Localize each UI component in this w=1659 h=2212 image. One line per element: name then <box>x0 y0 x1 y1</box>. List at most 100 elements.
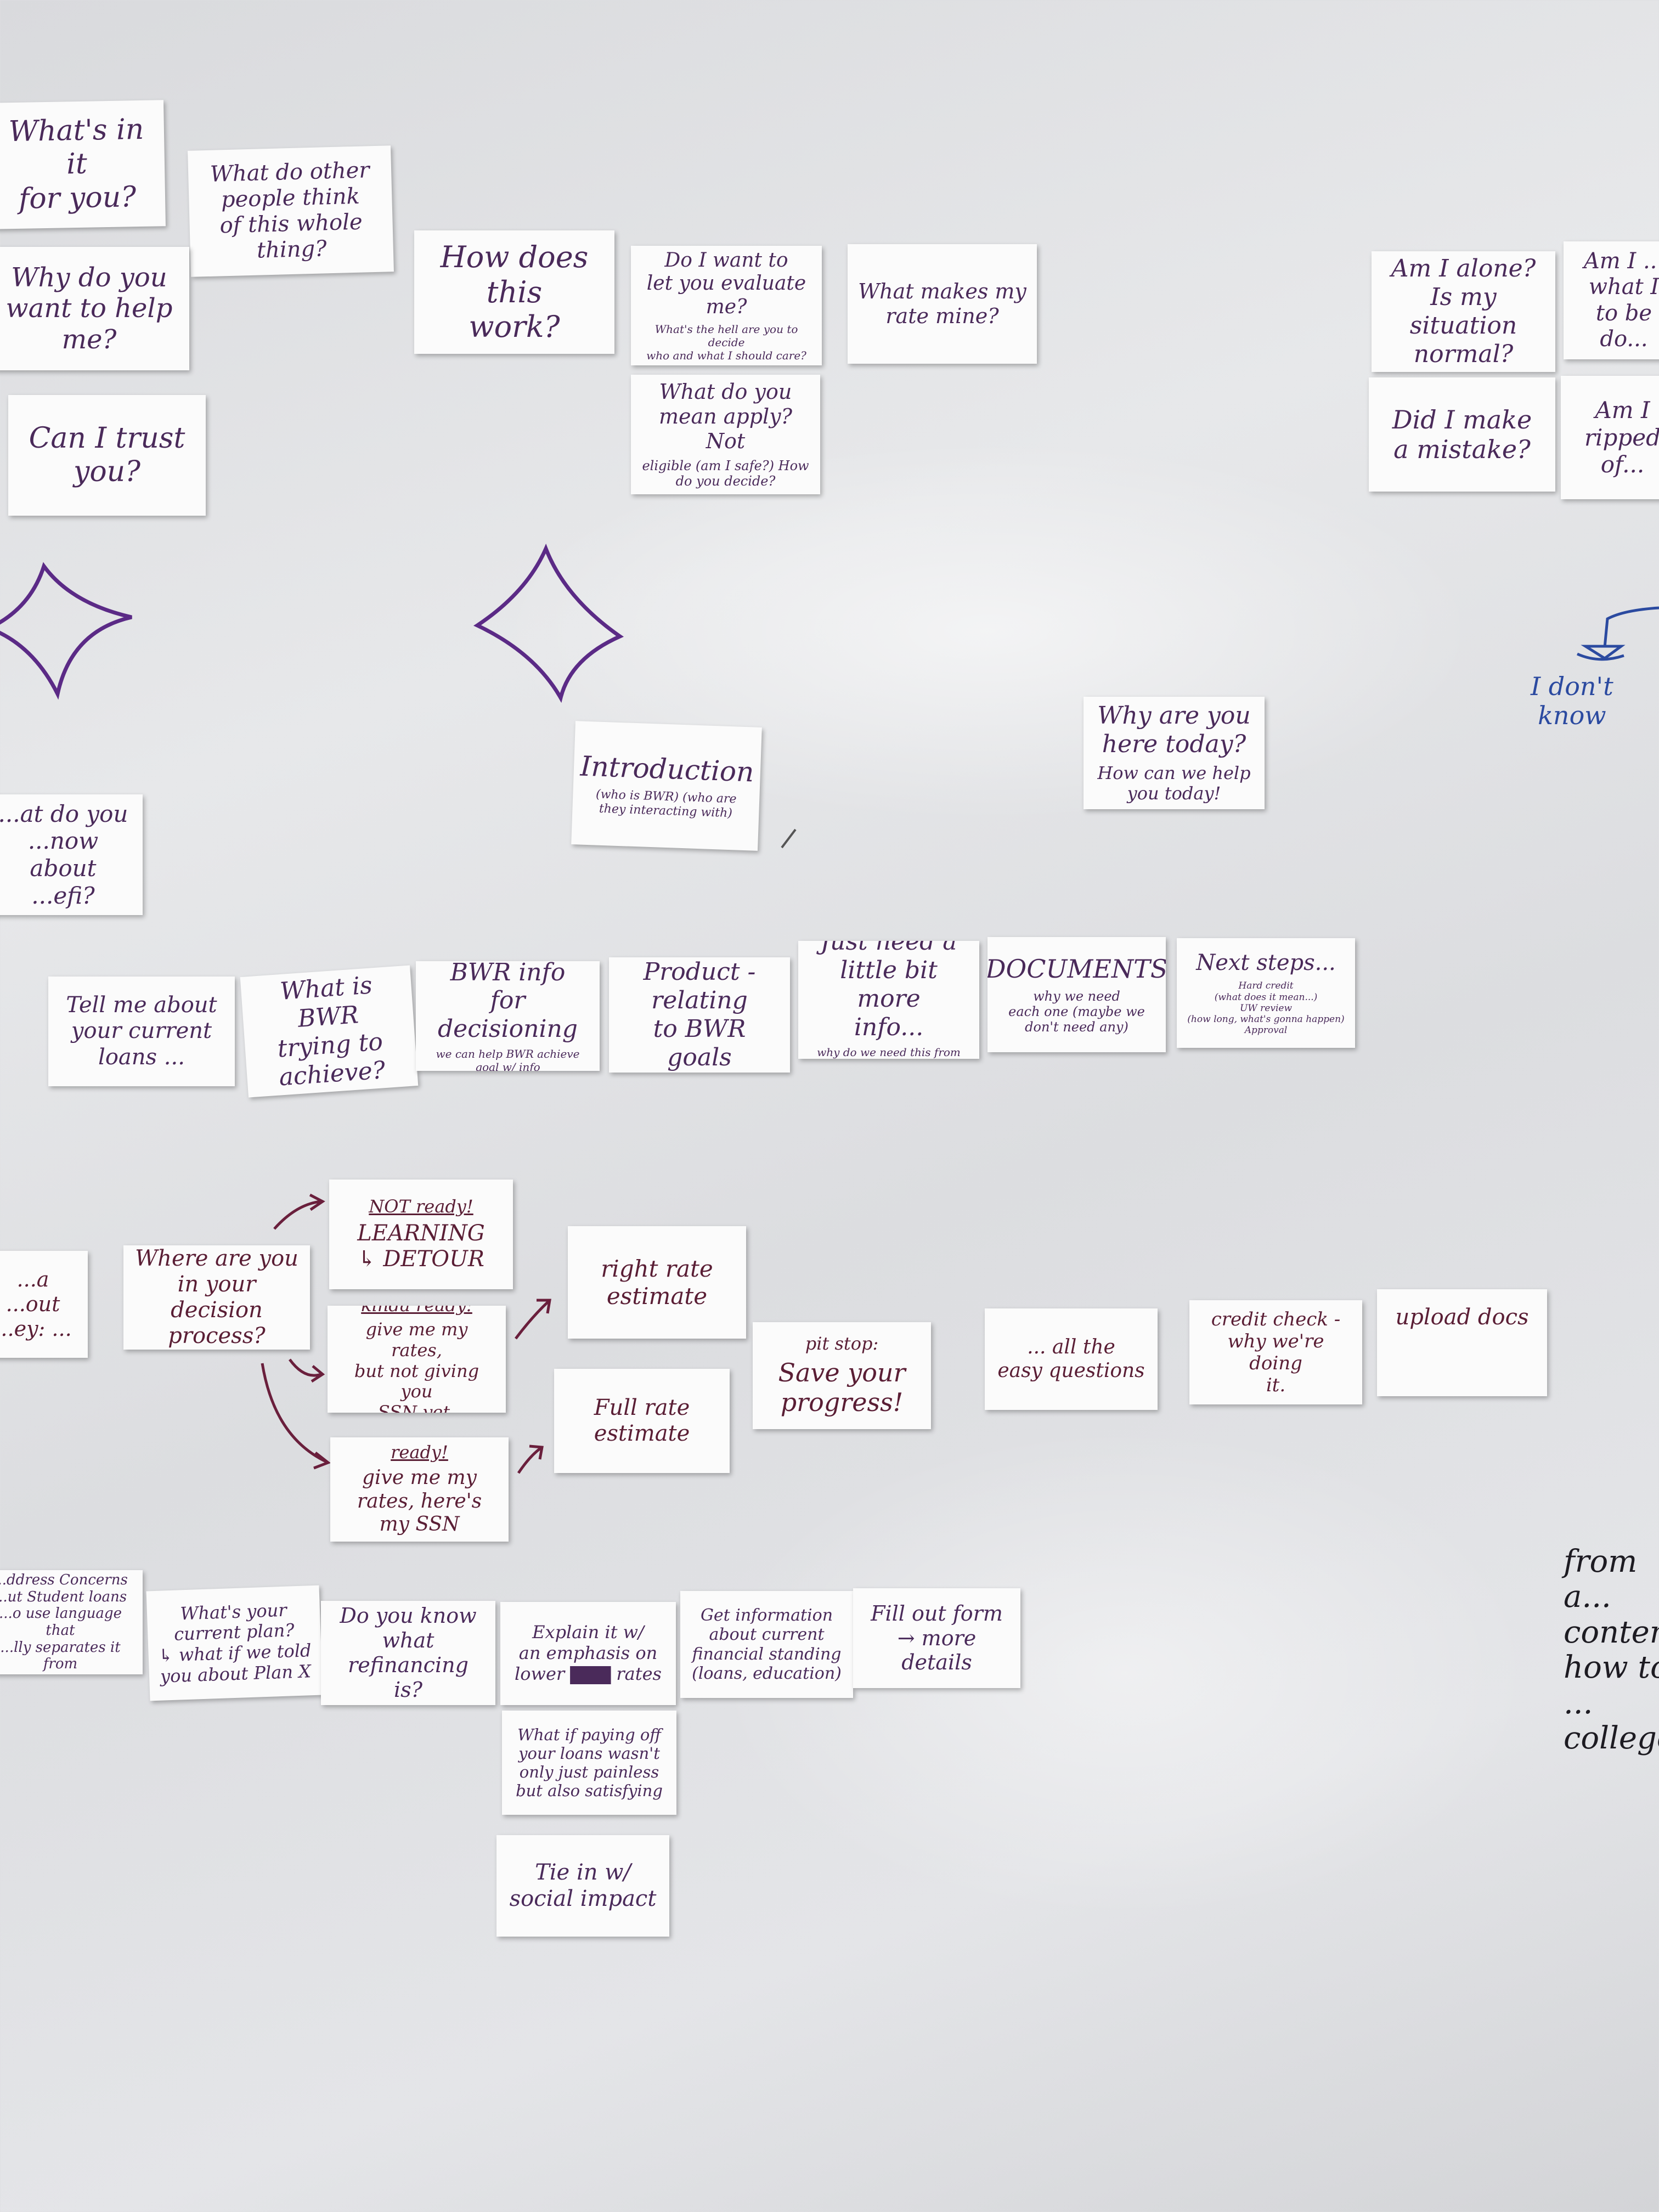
card-text: Tell me about your current loans ... <box>66 992 217 1070</box>
card-heading: kinda ready: <box>361 1306 472 1316</box>
card-text: Am I alone? Is my situation normal? <box>1391 255 1536 368</box>
arrow-to-ready <box>261 1363 331 1470</box>
card-what-bwr-trying[interactable]: What is BWR trying to achieve? <box>240 965 419 1098</box>
card-am-i-alone[interactable]: Am I alone? Is my situation normal? <box>1372 251 1555 372</box>
card-text: BWR info for decisioning <box>438 961 578 1043</box>
card-text: Next steps... <box>1196 950 1336 976</box>
card-text: What do other people think of this whole… <box>210 157 370 263</box>
card-text: ...a ...out ...ey: ... <box>0 1267 72 1341</box>
marker-tick <box>781 828 797 849</box>
diamond-shape-center <box>473 543 624 703</box>
card-text: Do I want to let you evaluate me? <box>646 249 806 318</box>
card-next-steps[interactable]: Next steps... Hard credit (what does it … <box>1177 938 1355 1048</box>
card-text: ... all the easy questions <box>997 1336 1145 1382</box>
card-text: Am I ... what I to be do... <box>1583 249 1659 352</box>
card-am-i-what[interactable]: Am I ... what I to be do... <box>1564 241 1659 359</box>
card-subtext: How can we help you today! <box>1097 762 1251 804</box>
card-text: ...at do you ...now about ...efi? <box>0 800 128 909</box>
card-kinda-ready[interactable]: kinda ready: give me my rates, but not g… <box>328 1306 506 1413</box>
card-text: What do you mean apply? Not <box>658 380 793 454</box>
card-what-do-others[interactable]: What do other people think of this whole… <box>188 145 394 277</box>
card-text: What makes my rate mine? <box>858 279 1026 328</box>
card-whats-in-it[interactable]: What's in it for you? <box>0 100 166 229</box>
card-text: Explain it w/ an emphasis on lower ▇▇▇ r… <box>515 1622 662 1684</box>
card-heading: ready! <box>391 1442 448 1463</box>
card-text: Can I trust you? <box>29 421 185 488</box>
card-know-refinancing[interactable]: Do you know what refinancing is? <box>321 1601 495 1705</box>
card-bwr-info[interactable]: BWR info for decisioning we can help BWR… <box>416 961 600 1071</box>
card-tell-me-loans[interactable]: Tell me about your current loans ... <box>48 977 235 1086</box>
card-heading: NOT ready! <box>369 1195 473 1217</box>
card-text: Why do you want to help me? <box>5 262 173 355</box>
arrow-to-right-rate <box>515 1299 551 1340</box>
card-do-i-want-evaluate[interactable]: Do I want to let you evaluate me? What's… <box>631 246 822 365</box>
card-text: Product - relating to BWR goals <box>643 958 756 1071</box>
card-text: give me my rates, here's my SSN <box>357 1466 482 1536</box>
card-text: Save your progress! <box>778 1358 906 1418</box>
card-subtext: why do we need this from BWR <box>817 1045 961 1059</box>
card-subtext: we can help BWR achieve goal w/ info <box>436 1047 580 1071</box>
card-text: right rate estimate <box>601 1255 713 1310</box>
card-text: How does this work? <box>440 239 589 345</box>
card-what-mean-apply[interactable]: What do you mean apply? Not eligible (am… <box>631 375 820 494</box>
card-how-does-this-work[interactable]: How does this work? <box>414 230 614 354</box>
card-why-here-today[interactable]: Why are you here today? How can we help … <box>1084 697 1265 809</box>
card-not-ready[interactable]: NOT ready! LEARNING ↳ DETOUR <box>329 1180 513 1289</box>
card-what-know-refi[interactable]: ...at do you ...now about ...efi? <box>0 794 143 915</box>
card-text: Fill out form → more details <box>871 1601 1003 1675</box>
card-text: Did I make a mistake? <box>1392 404 1532 464</box>
card-text: What's in it for you? <box>8 112 144 216</box>
card-text: Am I ripped of... <box>1584 397 1659 478</box>
card-text: What is BWR trying to achieve? <box>276 971 386 1092</box>
card-address-concerns[interactable]: ...ddress Concerns ...ut Student loans .… <box>0 1570 143 1674</box>
card-can-i-trust[interactable]: Can I trust you? <box>8 395 206 516</box>
card-why-help[interactable]: Why do you want to help me? <box>0 247 189 370</box>
card-current-plan[interactable]: What's your current plan? ↳ what if we t… <box>146 1585 323 1701</box>
card-explain-emphasis[interactable]: Explain it w/ an emphasis on lower ▇▇▇ r… <box>500 1602 676 1705</box>
card-text: credit check - why we're doing it. <box>1211 1308 1341 1397</box>
card-pit-stop[interactable]: pit stop: Save your progress! <box>753 1322 931 1429</box>
card-text: Where are you in your decision process? <box>135 1245 298 1349</box>
blue-arrow <box>1581 606 1659 661</box>
card-upload-docs[interactable]: upload docs <box>1377 1289 1547 1396</box>
note-i-dont-know: I don't know <box>1531 672 1613 730</box>
card-easy-questions[interactable]: ... all the easy questions <box>985 1308 1158 1410</box>
arrow-to-kinda-ready <box>288 1358 325 1383</box>
card-full-rate-estimate[interactable]: Full rate estimate <box>554 1369 730 1473</box>
card-text: Get information about current financial … <box>692 1605 842 1683</box>
card-what-if-paying[interactable]: What if paying off your loans wasn't onl… <box>502 1711 676 1815</box>
card-get-information[interactable]: Get information about current financial … <box>680 1591 853 1698</box>
card-text: Tie in w/ social impact <box>509 1860 657 1911</box>
card-right-rate-estimate[interactable]: right rate estimate <box>568 1226 746 1339</box>
card-ready[interactable]: ready! give me my rates, here's my SSN <box>330 1437 509 1542</box>
card-little-more-info[interactable]: Just need a little bit more info... why … <box>798 941 979 1059</box>
card-text: ...ddress Concerns ...ut Student loans .… <box>0 1571 128 1673</box>
card-text: DOCUMENTS <box>988 954 1166 984</box>
card-subtext: eligible (am I safe?) How do you decide? <box>642 458 809 489</box>
card-text: give me my rates, but not giving you SSN… <box>354 1319 479 1413</box>
card-introduction[interactable]: Introduction (who is BWR) (who are they … <box>571 721 762 851</box>
blue-scribble <box>1576 652 1624 661</box>
card-text: Full rate estimate <box>594 1395 690 1446</box>
card-tie-in-social[interactable]: Tie in w/ social impact <box>496 1835 669 1937</box>
card-text: LEARNING ↳ DETOUR <box>357 1220 485 1272</box>
note-from-content: from a... content how to ... college <box>1564 1544 1659 1756</box>
card-heading: pit stop: <box>805 1333 879 1355</box>
card-credit-check[interactable]: credit check - why we're doing it. <box>1189 1300 1362 1404</box>
card-am-i-ripped[interactable]: Am I ripped of... <box>1561 376 1659 499</box>
card-did-i-mistake[interactable]: Did I make a mistake? <box>1369 377 1555 492</box>
card-documents[interactable]: DOCUMENTS why we need each one (maybe we… <box>988 937 1166 1052</box>
card-decision-process[interactable]: Where are you in your decision process? <box>123 1245 310 1350</box>
diamond-shape-left <box>0 562 132 700</box>
card-text: upload docs <box>1395 1305 1529 1330</box>
card-text: What's your current plan? ↳ what if we t… <box>158 1599 312 1687</box>
card-product-relating[interactable]: Product - relating to BWR goals <box>609 957 790 1073</box>
card-subtext: (who is BWR) (who are they interacting w… <box>595 787 737 821</box>
arrow-to-not-ready <box>273 1193 325 1230</box>
card-fill-out-form[interactable]: Fill out form → more details <box>853 1588 1020 1688</box>
arrow-to-full-rate <box>517 1444 544 1474</box>
card-left-edge-out[interactable]: ...a ...out ...ey: ... <box>0 1251 88 1358</box>
card-what-makes-rate[interactable]: What makes my rate mine? <box>848 244 1037 364</box>
card-text: Why are you here today? <box>1097 701 1251 758</box>
